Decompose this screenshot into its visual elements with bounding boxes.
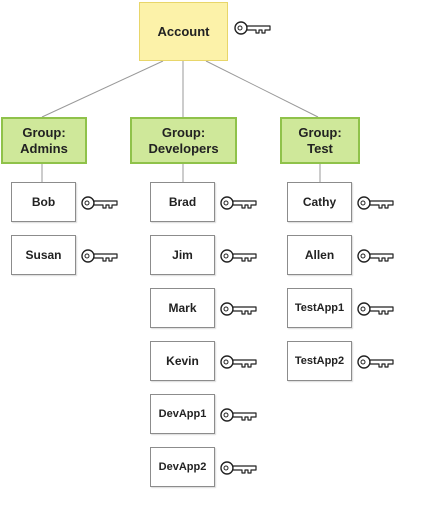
key-icon bbox=[81, 246, 119, 266]
connector-account-test bbox=[205, 60, 319, 118]
user-label: DevApp1 bbox=[158, 408, 207, 420]
user-label: Brad bbox=[168, 195, 197, 209]
key-icon bbox=[357, 299, 395, 319]
user-label: DevApp2 bbox=[158, 461, 207, 473]
user-label: Cathy bbox=[302, 195, 337, 209]
group-label-name: Developers bbox=[148, 140, 219, 156]
key-icon bbox=[220, 405, 258, 425]
user-label: TestApp2 bbox=[294, 355, 345, 367]
key-icon bbox=[357, 352, 395, 372]
account-label: Account bbox=[157, 24, 210, 39]
user-label: TestApp1 bbox=[294, 302, 345, 314]
user-label: Kevin bbox=[166, 354, 199, 368]
group-label-prefix: Group: bbox=[161, 124, 206, 140]
user-label: Bob bbox=[31, 195, 56, 209]
key-icon bbox=[234, 18, 272, 38]
user-node: DevApp2 bbox=[150, 447, 215, 487]
user-node: Jim bbox=[150, 235, 215, 275]
user-node: TestApp1 bbox=[287, 288, 352, 328]
user-node: Bob bbox=[11, 182, 76, 222]
group-label-name: Test bbox=[307, 140, 333, 156]
key-icon bbox=[220, 246, 258, 266]
group-node-test: Group: Test bbox=[280, 117, 360, 164]
user-node: TestApp2 bbox=[287, 341, 352, 381]
key-icon bbox=[220, 458, 258, 478]
key-icon bbox=[357, 246, 395, 266]
group-label-prefix: Group: bbox=[298, 124, 342, 140]
connector-account-admins bbox=[41, 60, 164, 118]
group-node-admins: Group: Admins bbox=[1, 117, 87, 164]
group-label-prefix: Group: bbox=[22, 124, 66, 140]
key-icon bbox=[220, 299, 258, 319]
user-node: DevApp1 bbox=[150, 394, 215, 434]
user-node: Mark bbox=[150, 288, 215, 328]
user-label: Mark bbox=[168, 301, 197, 315]
user-label: Susan bbox=[25, 248, 62, 262]
user-node: Brad bbox=[150, 182, 215, 222]
key-icon bbox=[220, 352, 258, 372]
key-icon bbox=[357, 193, 395, 213]
key-icon bbox=[81, 193, 119, 213]
user-node: Cathy bbox=[287, 182, 352, 222]
user-node: Kevin bbox=[150, 341, 215, 381]
account-node: Account bbox=[139, 2, 228, 61]
user-label: Jim bbox=[172, 248, 193, 262]
group-label-name: Admins bbox=[20, 140, 68, 156]
user-label: Allen bbox=[304, 248, 335, 262]
group-node-developers: Group: Developers bbox=[130, 117, 237, 164]
user-node: Susan bbox=[11, 235, 76, 275]
user-node: Allen bbox=[287, 235, 352, 275]
key-icon bbox=[220, 193, 258, 213]
